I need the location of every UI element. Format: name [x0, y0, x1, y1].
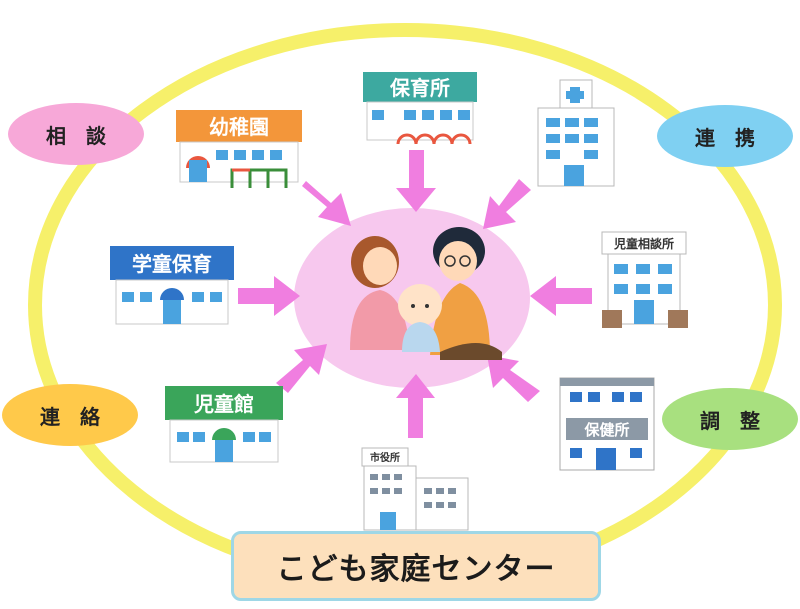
- role-contact-label: 連 絡: [40, 405, 101, 429]
- guidance-center-sign: 児童相談所: [613, 236, 674, 251]
- health-center-building: 保健所: [559, 377, 655, 471]
- family-illustration: [350, 227, 502, 360]
- role-coordinate-label: 調 整: [700, 409, 760, 433]
- after-school-care-building: 学童保育: [110, 246, 234, 325]
- arrow-from-nursery: [396, 150, 436, 212]
- childrens-hall-sign: 児童館: [193, 392, 254, 416]
- role-contact: 連 絡: [2, 384, 138, 446]
- childrens-hall-building: 児童館: [165, 386, 283, 463]
- arrow-from-health-center: [487, 355, 540, 402]
- nursery-building: 保育所: [363, 72, 477, 145]
- role-cooperate: 連 携: [657, 105, 793, 167]
- role-consult: 相 談: [8, 103, 144, 165]
- kindergarten-sign: 幼稚園: [209, 115, 269, 139]
- arrow-from-childrens-hall: [276, 344, 327, 393]
- role-coordinate: 調 整: [662, 388, 798, 450]
- hospital-building: [537, 79, 615, 187]
- center-title: こども家庭センター: [231, 531, 601, 601]
- arrow-from-after-school: [238, 276, 300, 316]
- role-cooperate-label: 連 携: [695, 126, 755, 150]
- arrow-from-kindergarten: [302, 181, 351, 226]
- role-consult-label: 相 談: [46, 124, 107, 148]
- arrows: [238, 150, 592, 438]
- arrow-from-guidance-center: [530, 276, 592, 316]
- after-school-care-sign: 学童保育: [132, 252, 212, 276]
- nursery-sign: 保育所: [389, 76, 450, 100]
- arrow-from-hospital: [483, 179, 531, 229]
- kindergarten-building: 幼稚園: [176, 110, 302, 188]
- city-hall-building: 市役所: [361, 447, 469, 531]
- child-guidance-center-building: 児童相談所: [601, 231, 688, 328]
- city-hall-sign: 市役所: [370, 451, 400, 464]
- arrow-from-city-hall: [396, 374, 435, 438]
- health-center-sign: 保健所: [583, 421, 629, 439]
